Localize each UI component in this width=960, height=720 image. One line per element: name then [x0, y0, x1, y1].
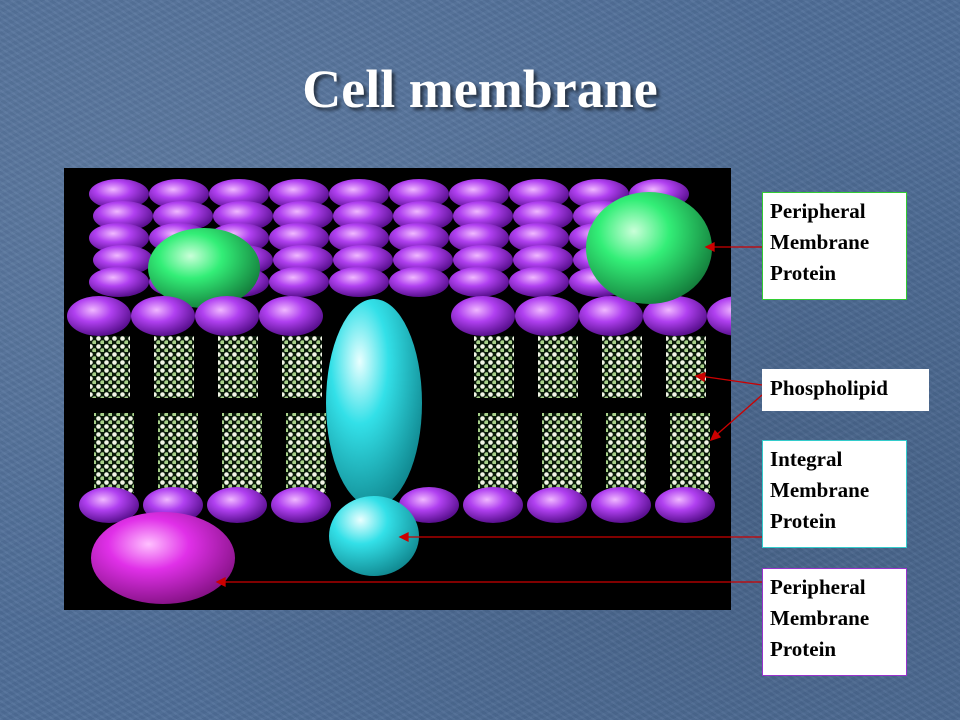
- phospholipid-head: [449, 267, 509, 297]
- phospholipid-head: [209, 179, 269, 209]
- label-peripheral-protein-top: Peripheral Membrane Protein: [762, 192, 907, 300]
- phospholipid-head: [271, 487, 331, 523]
- peripheral-protein-bottom: [91, 512, 235, 604]
- phospholipid-head: [269, 179, 329, 209]
- phospholipid-head: [451, 296, 515, 336]
- phospholipid-tail: [474, 336, 514, 398]
- phospholipid-head: [509, 179, 569, 209]
- phospholipid-head: [399, 487, 459, 523]
- bottom-phospholipid-heads: [79, 487, 715, 523]
- rear-peripheral-protein: [148, 228, 260, 308]
- phospholipid-head: [389, 223, 449, 253]
- phospholipid-head: [449, 179, 509, 209]
- membrane-svg: [67, 179, 731, 604]
- phospholipid-tail: [606, 413, 646, 493]
- phospholipid-head: [449, 223, 509, 253]
- integral-protein-body: [326, 299, 422, 507]
- phospholipid-tail: [478, 413, 518, 493]
- phospholipid-tail: [542, 413, 582, 493]
- phospholipid-head: [273, 201, 333, 231]
- phospholipid-head: [453, 201, 513, 231]
- phospholipid-head: [259, 296, 323, 336]
- phospholipid-head: [655, 487, 715, 523]
- phospholipid-head: [153, 201, 213, 231]
- phospholipid-head: [513, 201, 573, 231]
- phospholipid-head: [195, 296, 259, 336]
- phospholipid-tail: [602, 336, 642, 398]
- phospholipid-head: [269, 223, 329, 253]
- phospholipid-head: [389, 267, 449, 297]
- phospholipid-head: [93, 245, 153, 275]
- phospholipid-head: [131, 296, 195, 336]
- phospholipid-tail: [282, 336, 322, 398]
- phospholipid-tail: [218, 336, 258, 398]
- phospholipid-head: [643, 296, 707, 336]
- phospholipid-head: [93, 201, 153, 231]
- phospholipid-head: [389, 179, 449, 209]
- peripheral-protein-top: [586, 192, 712, 304]
- integral-protein-base: [329, 496, 419, 576]
- phospholipid-head: [333, 245, 393, 275]
- phospholipid-tail: [666, 336, 706, 398]
- phospholipid-head: [707, 296, 731, 336]
- phospholipid-head: [329, 267, 389, 297]
- phospholipid-head: [213, 201, 273, 231]
- label-peripheral-protein-bottom: Peripheral Membrane Protein: [762, 568, 907, 676]
- phospholipid-head: [393, 245, 453, 275]
- phospholipid-tail: [670, 413, 710, 493]
- phospholipid-head: [89, 179, 149, 209]
- phospholipid-head: [333, 201, 393, 231]
- label-phospholipid: Phospholipid: [762, 369, 929, 411]
- phospholipid-tail: [94, 413, 134, 493]
- phospholipid-tail: [222, 413, 262, 493]
- phospholipid-head: [329, 223, 389, 253]
- front-phospholipid-heads: [67, 296, 731, 336]
- phospholipid-tail: [538, 336, 578, 398]
- phospholipid-head: [89, 223, 149, 253]
- phospholipid-tail: [158, 413, 198, 493]
- phospholipid-head: [89, 267, 149, 297]
- phospholipid-head: [513, 245, 573, 275]
- slide-title: Cell membrane: [302, 59, 658, 119]
- phospholipid-head: [591, 487, 651, 523]
- phospholipid-head: [463, 487, 523, 523]
- phospholipid-head: [515, 296, 579, 336]
- phospholipid-tail: [286, 413, 326, 493]
- phospholipid-head: [273, 245, 333, 275]
- membrane-illustration: [64, 168, 731, 610]
- phospholipid-tail: [154, 336, 194, 398]
- label-integral-protein: Integral Membrane Protein: [762, 440, 907, 548]
- phospholipid-head: [269, 267, 329, 297]
- phospholipid-head: [207, 487, 267, 523]
- phospholipid-head: [67, 296, 131, 336]
- phospholipid-head: [579, 296, 643, 336]
- phospholipid-head: [453, 245, 513, 275]
- phospholipid-head: [329, 179, 389, 209]
- phospholipid-tails: [90, 336, 710, 493]
- phospholipid-head: [393, 201, 453, 231]
- phospholipid-head: [527, 487, 587, 523]
- phospholipid-head: [509, 267, 569, 297]
- phospholipid-head: [509, 223, 569, 253]
- phospholipid-tail: [90, 336, 130, 398]
- phospholipid-head: [79, 487, 139, 523]
- phospholipid-head: [149, 179, 209, 209]
